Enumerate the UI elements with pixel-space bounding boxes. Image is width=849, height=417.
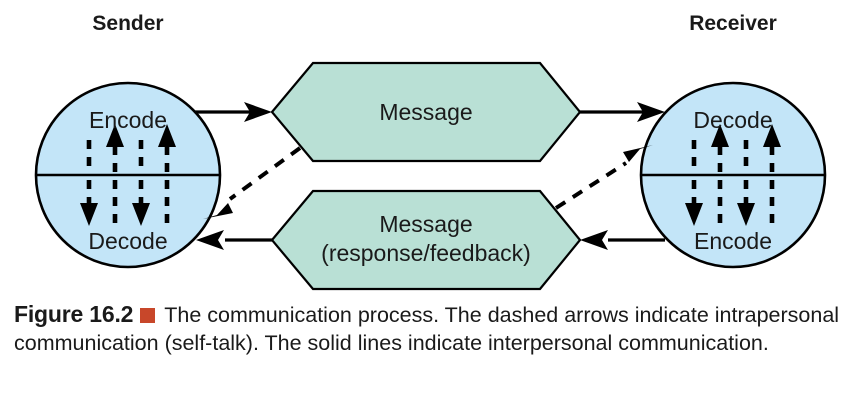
figure-caption-text: The communication process. The dashed ar… bbox=[14, 303, 840, 355]
message-hexagon-top-group: Message bbox=[270, 61, 582, 163]
message-bottom-label-line2: (response/feedback) bbox=[321, 240, 531, 266]
arrow-sender-to-message bbox=[195, 102, 272, 122]
dashed-arrow-feedback-to-receiver-line bbox=[554, 161, 628, 210]
sender-label: Sender bbox=[92, 12, 163, 35]
arrow-feedback-to-sender-head bbox=[196, 230, 224, 250]
arrow-message-to-receiver-head bbox=[637, 102, 665, 122]
sender-decode-label: Decode bbox=[88, 228, 167, 254]
receiver-label: Receiver bbox=[689, 12, 777, 35]
receiver-encode-label: Encode bbox=[694, 228, 772, 254]
message-bottom-label-line1: Message bbox=[379, 211, 472, 237]
arrow-receiver-to-feedback-head bbox=[580, 230, 608, 250]
sender-arrowhead-col4-up bbox=[158, 124, 176, 147]
dashed-arrow-message-to-sender-line bbox=[228, 146, 302, 201]
sender-arrowhead-col2-up bbox=[106, 124, 124, 147]
sender-arrowhead-col1-down bbox=[80, 203, 98, 226]
caption-marker-square bbox=[140, 308, 156, 323]
arrow-sender-to-message-head bbox=[244, 102, 272, 122]
receiver-arrowhead-col1-down bbox=[685, 203, 703, 226]
arrow-feedback-to-sender bbox=[196, 230, 272, 250]
arrow-message-to-receiver bbox=[580, 102, 665, 122]
figure-number: Figure 16.2 bbox=[14, 301, 134, 327]
communication-process-diagram: Sender Receiver bbox=[34, 12, 827, 291]
dashed-arrow-feedback-to-receiver bbox=[554, 145, 653, 210]
receiver-arrowhead-col2-up bbox=[711, 124, 729, 147]
sender-internal-dashed-arrows bbox=[80, 124, 176, 226]
receiver-arrowhead-col3-down bbox=[737, 203, 755, 226]
sender-encode-label: Encode bbox=[89, 107, 167, 133]
receiver-arrowhead-col4-up bbox=[763, 124, 781, 147]
dashed-arrow-message-to-sender bbox=[203, 146, 302, 219]
sender-arrowhead-col3-down bbox=[132, 203, 150, 226]
receiver-circle-group: Decode Encode bbox=[639, 81, 827, 269]
message-hexagon-bottom-group: Message (response/feedback) bbox=[270, 189, 582, 291]
dashed-arrow-message-to-sender-head bbox=[203, 203, 233, 219]
arrow-receiver-to-feedback bbox=[580, 230, 665, 250]
receiver-decode-label: Decode bbox=[693, 107, 772, 133]
message-top-label: Message bbox=[379, 99, 472, 125]
receiver-internal-dashed-arrows bbox=[685, 124, 781, 226]
sender-circle-group: Encode Decode bbox=[34, 81, 222, 269]
dashed-arrow-feedback-to-receiver-head bbox=[623, 145, 653, 162]
